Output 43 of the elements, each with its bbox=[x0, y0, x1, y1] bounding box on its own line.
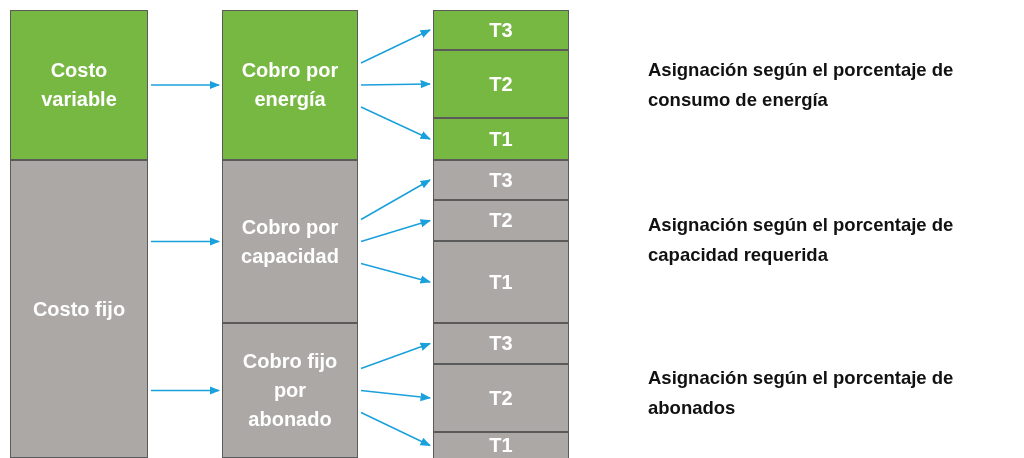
tariff-block bbox=[433, 118, 569, 160]
arrow bbox=[360, 179, 431, 221]
block-label: Cobro por capacidad bbox=[240, 214, 340, 269]
arrow bbox=[360, 106, 431, 140]
tariff-block bbox=[433, 432, 569, 458]
arrow bbox=[150, 386, 221, 395]
cost-block bbox=[10, 160, 148, 458]
tariff-block bbox=[433, 160, 569, 200]
arrow bbox=[360, 29, 431, 64]
block-label: Costo fijo bbox=[32, 296, 126, 322]
arrow bbox=[360, 342, 431, 370]
block-label: T3 bbox=[489, 167, 513, 193]
block-label: T1 bbox=[489, 126, 513, 152]
block-label: Costo variable bbox=[40, 58, 118, 112]
block-label: T2 bbox=[489, 208, 513, 233]
cost-block bbox=[10, 10, 148, 160]
tariff-block bbox=[433, 50, 569, 118]
block-label: Cobro por energía bbox=[240, 58, 340, 112]
block-label: T3 bbox=[489, 331, 513, 356]
cost-block bbox=[222, 323, 358, 458]
tariff-block bbox=[433, 10, 569, 50]
arrow bbox=[360, 389, 432, 402]
tariff-block bbox=[433, 200, 569, 241]
arrow bbox=[360, 219, 431, 243]
arrow bbox=[150, 80, 221, 90]
tariff-block bbox=[433, 364, 569, 432]
arrow bbox=[150, 237, 221, 246]
arrow bbox=[360, 79, 432, 89]
tariff-block bbox=[433, 323, 569, 364]
tariff-block bbox=[433, 241, 569, 323]
block-label: T3 bbox=[489, 17, 513, 43]
cost-block bbox=[222, 160, 358, 323]
block-label: T1 bbox=[489, 433, 513, 458]
allocation-note: Asignación según el porcentaje de consumo de energía bbox=[648, 58, 955, 112]
block-label: T2 bbox=[489, 385, 513, 411]
allocation-note: Asignación según el porcentaje de abonados bbox=[648, 366, 955, 420]
arrow bbox=[360, 411, 431, 447]
allocation-note: Asignación según el porcentaje de capacidad requerida bbox=[648, 213, 955, 267]
block-label: T1 bbox=[489, 269, 513, 295]
block-label: T2 bbox=[489, 71, 513, 97]
arrow bbox=[360, 262, 431, 284]
cost-block bbox=[222, 10, 358, 160]
block-label: Cobro fijo por abonado bbox=[241, 349, 339, 432]
